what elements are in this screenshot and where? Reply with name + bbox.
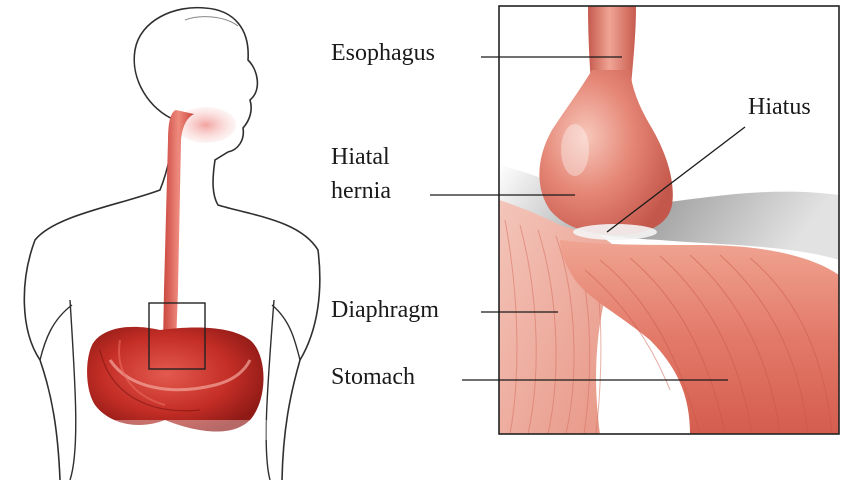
- small-esophagus: [163, 110, 194, 345]
- hernia-highlight: [561, 124, 589, 176]
- label-hiatal-hernia-line1: Hiatal: [331, 142, 390, 172]
- label-esophagus: Esophagus: [331, 38, 435, 68]
- label-hiatus: Hiatus: [748, 92, 811, 122]
- stomach-fade: [80, 420, 280, 440]
- small-stomach: [87, 327, 263, 432]
- magnified-view: [499, 6, 839, 434]
- label-diaphragm: Diaphragm: [331, 295, 439, 325]
- label-hiatal-hernia-line2: hernia: [331, 176, 391, 206]
- label-stomach: Stomach: [331, 362, 415, 392]
